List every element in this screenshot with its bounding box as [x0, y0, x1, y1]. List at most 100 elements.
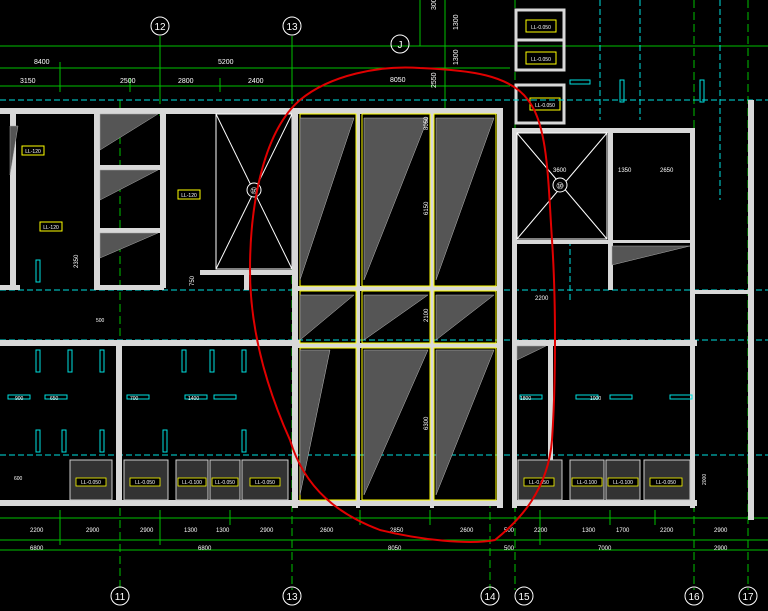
grid-bubble-J[interactable]: J — [390, 34, 410, 54]
dim-misc-500: 500 — [96, 318, 105, 324]
grid-bubble-11[interactable]: 11 — [110, 586, 130, 606]
dim-vert-1300a: 1300 — [453, 14, 460, 30]
stair-room-right — [516, 132, 608, 240]
bottom-dims-row2: 6800 6800 8050 500 7000 2900 — [30, 546, 728, 552]
hatched-walls-left — [9, 113, 159, 259]
panel-tag-4: LL-0.050 — [215, 480, 235, 486]
dim-misc-1400: 1400 — [188, 396, 199, 402]
panel-tag-top-right-2: LL-0.050 — [531, 57, 551, 63]
room-tag-3: LL-120 — [181, 193, 197, 199]
dim-bottom-4: 1300 — [184, 528, 198, 534]
dim-bottom-5: 1300 — [216, 528, 230, 534]
panel-tag-top-right-3: LL-0.050 — [535, 103, 555, 109]
grid-bubble-14[interactable]: 14 — [480, 586, 500, 606]
panel-tag-7: LL-0.100 — [577, 480, 597, 486]
room-tag-2: LL-120 — [43, 225, 59, 231]
grid-bubble-16[interactable]: 16 — [684, 586, 704, 606]
dim-interior-8050: 8050 — [424, 116, 430, 130]
dim-bottom-6: 2900 — [260, 528, 274, 534]
hatched-walls-right — [516, 245, 691, 361]
dim-misc-650: 650 — [50, 396, 59, 402]
opening-markers — [7, 79, 705, 453]
panel-tag-2: LL-0.050 — [135, 480, 155, 486]
dim-misc-1800: 1800 — [520, 396, 531, 402]
dim-bottom-row2-1: 6800 — [30, 546, 44, 552]
panel-tag-9: LL-0.050 — [656, 480, 676, 486]
dim-interior-6150: 6150 — [424, 201, 430, 215]
panel-tag-labels: LL-0.050 LL-0.050 LL-0.100 LL-0.050 LL-0… — [75, 477, 683, 487]
grid-bubble-J-label: J — [398, 40, 403, 51]
grid-bubble-16-label: 16 — [688, 592, 700, 603]
dim-vert-3000: 3000 — [431, 0, 438, 10]
dim-misc-900: 900 — [15, 396, 24, 402]
dim-bottom-9: 2600 — [460, 528, 474, 534]
dim-right-3600: 3600 — [553, 168, 567, 174]
dim-right-1350: 1350 — [618, 168, 632, 174]
dim-bottom-10: 500 — [504, 528, 515, 534]
dim-right-2200: 2200 — [535, 296, 549, 302]
room-tag-1: LL-120 — [25, 149, 41, 155]
stair-room-left — [215, 113, 293, 270]
grid-bubble-17-label: 17 — [742, 592, 754, 603]
stair-marker-right: ⑩ — [556, 181, 564, 191]
grid-bubble-12[interactable]: 12 — [150, 16, 170, 36]
dim-interior-6300: 6300 — [424, 416, 430, 430]
dim-top-5200: 5200 — [218, 59, 234, 66]
dim-vert-2550: 2550 — [431, 72, 438, 88]
dim-bottom-12: 1300 — [582, 528, 596, 534]
grid-bubble-14-label: 14 — [484, 592, 496, 603]
walls-center — [292, 108, 503, 508]
dim-bottom-3: 2900 — [140, 528, 154, 534]
panel-tag-6: LL-0.050 — [529, 480, 549, 486]
panel-tag-top-right-1: LL-0.050 — [531, 25, 551, 31]
grid-bubble-15-label: 15 — [518, 592, 530, 603]
dim-bottom-row2-2: 6800 — [198, 546, 212, 552]
dim-right-2650: 2650 — [660, 168, 674, 174]
dim-bottom-7: 2600 — [320, 528, 334, 534]
dim-top-8400: 8400 — [34, 59, 50, 66]
dim-top-2800: 2800 — [178, 78, 194, 85]
walls-right — [512, 128, 697, 508]
grid-bubble-13-top-label: 13 — [286, 22, 298, 33]
dim-bottom-row2-6: 2900 — [714, 546, 728, 552]
dim-top-8050: 8050 — [390, 77, 406, 84]
panel-tag-8: LL-0.100 — [613, 480, 633, 486]
top-dimension-lines — [0, 0, 768, 110]
dim-top-2400: 2400 — [248, 78, 264, 85]
bottom-dimension-lines — [0, 510, 768, 551]
grid-bubble-17[interactable]: 17 — [738, 586, 758, 606]
bottom-dims-row1: 2200 2900 2900 1300 1300 2900 2600 2850 … — [30, 528, 728, 534]
dim-bottom-11: 2200 — [534, 528, 548, 534]
dim-bottom-2: 2900 — [86, 528, 100, 534]
dim-bottom-row2-4: 500 — [504, 546, 515, 552]
dim-left-2350: 2350 — [74, 254, 80, 268]
grid-bubble-12-label: 12 — [154, 22, 166, 33]
stair-marker-left: ⑩ — [250, 186, 258, 196]
dim-bottom-13: 1700 — [616, 528, 630, 534]
hatched-walls-center — [299, 117, 495, 496]
dim-bottom-row2-3: 8050 — [388, 546, 402, 552]
dim-bottom-15: 2900 — [714, 528, 728, 534]
top-right-blocks — [514, 8, 566, 125]
dim-misc-600: 600 — [14, 476, 23, 482]
dim-interior-2100: 2100 — [424, 308, 430, 322]
grid-bubble-13-bottom-label: 13 — [286, 592, 298, 603]
grid-bubble-15[interactable]: 15 — [514, 586, 534, 606]
walls-left — [0, 108, 300, 506]
grid-bubble-13-top[interactable]: 13 — [282, 16, 302, 36]
red-annotation-circle — [248, 66, 556, 543]
dim-bottom-row2-5: 7000 — [598, 546, 612, 552]
dim-bottom-8: 2850 — [390, 528, 404, 534]
grid-bubble-13-bottom[interactable]: 13 — [282, 586, 302, 606]
dim-vert-1300b: 1300 — [453, 49, 460, 65]
dim-bottom-14: 2200 — [660, 528, 674, 534]
panel-tag-3: LL-0.100 — [182, 480, 202, 486]
dim-misc-2000: 2000 — [702, 474, 708, 485]
grid-bubble-11-label: 11 — [115, 592, 126, 603]
dim-top-3150: 3150 — [20, 78, 36, 85]
dim-left-750: 750 — [190, 275, 196, 286]
dim-misc-1000: 1000 — [590, 396, 601, 402]
panel-tag-1: LL-0.050 — [81, 480, 101, 486]
